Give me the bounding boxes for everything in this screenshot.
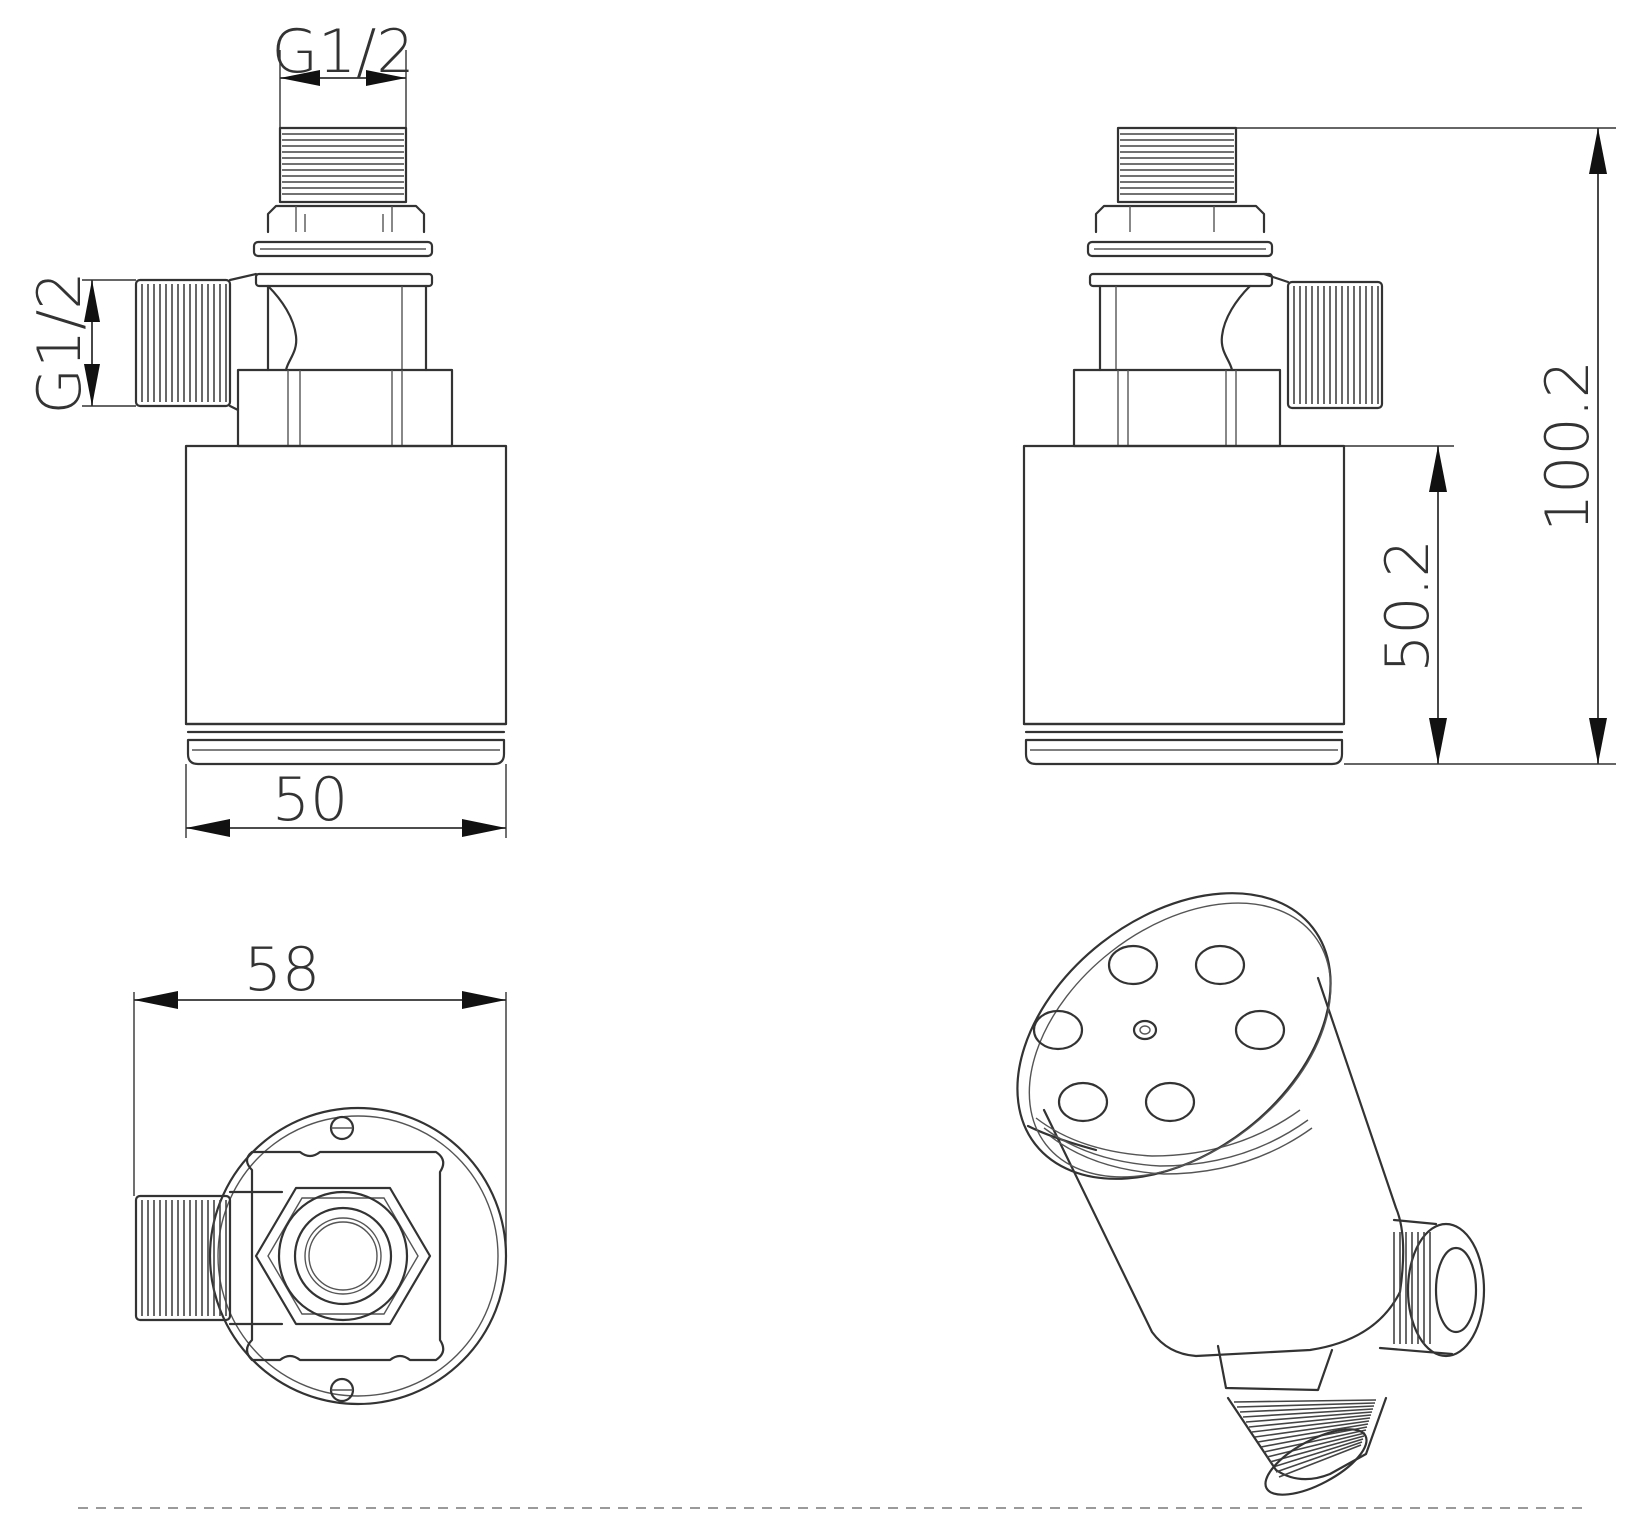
front-hex-nut bbox=[252, 204, 434, 288]
side-side-thread bbox=[1262, 272, 1384, 410]
thread-line bbox=[1242, 1408, 1374, 1418]
front-side-thread bbox=[134, 272, 258, 412]
front-top-thread bbox=[278, 126, 408, 204]
thread-line bbox=[1251, 1417, 1371, 1433]
thread-line bbox=[1239, 1405, 1375, 1413]
thread-line bbox=[1269, 1435, 1365, 1463]
isometric-side-fitting bbox=[1378, 1218, 1486, 1358]
front-neck bbox=[266, 284, 428, 372]
thread-line bbox=[1254, 1420, 1370, 1438]
dim-label-width-50: 50 bbox=[272, 765, 348, 835]
front-hex-block bbox=[236, 368, 454, 448]
dim-front-width: 50 bbox=[185, 764, 507, 838]
thread-line bbox=[1266, 1432, 1366, 1458]
dim-label-50-2: 50.2 bbox=[1373, 539, 1443, 673]
isometric-bottom-fitting bbox=[1216, 1344, 1388, 1496]
thread-line bbox=[1233, 1399, 1377, 1403]
thread-line bbox=[1278, 1444, 1362, 1478]
front-body bbox=[184, 444, 508, 766]
side-hex-block bbox=[1072, 368, 1282, 448]
isometric-vent-holes bbox=[1032, 944, 1286, 1123]
side-neck bbox=[1098, 284, 1252, 372]
isometric-view bbox=[1016, 892, 1486, 1496]
thread-line bbox=[1236, 1402, 1376, 1408]
thread-line bbox=[1257, 1423, 1369, 1443]
side-body bbox=[1022, 444, 1346, 766]
dim-side-total-height: 100.2 bbox=[1236, 127, 1616, 764]
dim-label-58: 58 bbox=[244, 935, 320, 1005]
thread-line bbox=[1275, 1441, 1363, 1473]
side-view: 50.2 100.2 bbox=[1022, 126, 1616, 766]
dim-side-body-height: 50.2 bbox=[1344, 445, 1616, 765]
thread-line bbox=[1245, 1411, 1373, 1423]
dim-front-top-thread: G1/2 bbox=[271, 17, 415, 128]
dim-label-top-thread: G1/2 bbox=[271, 17, 414, 87]
bottom-side-thread bbox=[134, 1190, 284, 1326]
dim-front-side-thread: G1/2 bbox=[25, 271, 136, 415]
dim-label-side-thread: G1/2 bbox=[25, 271, 95, 414]
dim-label-100-2: 100.2 bbox=[1533, 360, 1603, 532]
thread-line bbox=[1263, 1429, 1367, 1453]
bottom-view: 58 bbox=[133, 935, 508, 1406]
side-hex-nut bbox=[1086, 204, 1274, 288]
thread-line bbox=[1272, 1438, 1364, 1468]
thread-line bbox=[1248, 1414, 1372, 1428]
side-top-thread bbox=[1116, 126, 1238, 204]
front-view: G1/2 G1/2 50 bbox=[25, 17, 508, 838]
dim-bottom-diameter: 58 bbox=[133, 935, 507, 1256]
